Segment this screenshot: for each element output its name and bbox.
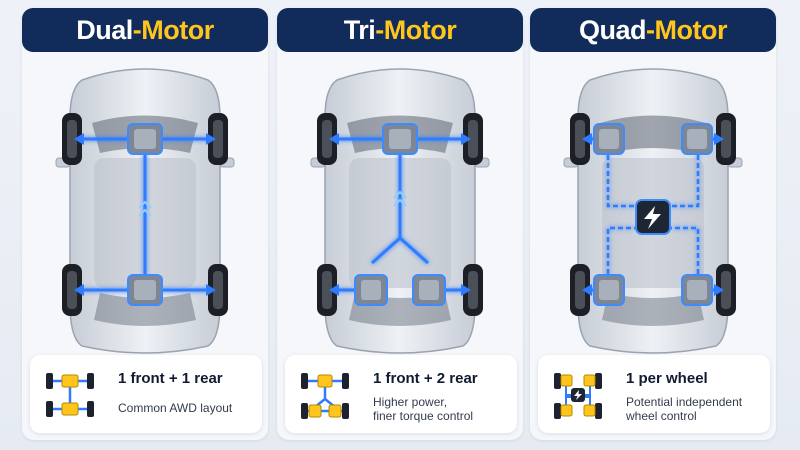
- rear-left-motor-icon: [354, 274, 388, 306]
- arrow-left-icon: [74, 284, 84, 296]
- arrow-left-icon: [582, 133, 592, 145]
- wheel-front-right: [716, 113, 736, 165]
- rear-window: [94, 293, 196, 326]
- rear-window: [602, 293, 704, 326]
- wheel-rear-right: [463, 264, 483, 316]
- quad-motor-car-diagram: [563, 68, 743, 354]
- rear-right-motor-icon: [681, 274, 713, 306]
- control-link-flow: [606, 155, 636, 208]
- description-line: Common AWD layout: [118, 401, 233, 415]
- rear-motor-icon: [127, 274, 163, 306]
- panel-title: Tri-Motor: [277, 8, 523, 52]
- title-part-b: Motor: [654, 14, 728, 45]
- front-left-motor-icon: [593, 123, 625, 155]
- arrow-right-icon: [714, 284, 724, 296]
- arrow-right-icon: [461, 133, 471, 145]
- description-text: Higher power, finer torque control: [373, 395, 473, 423]
- dual-motor-layout-icon: [46, 373, 94, 417]
- chevron-up-icon: [138, 200, 152, 209]
- panel-title: Dual-Motor: [22, 8, 268, 52]
- wheel-front-left: [570, 113, 590, 165]
- tri-motor-car-diagram: [310, 68, 490, 354]
- arrow-left-icon: [329, 284, 339, 296]
- info-card: 1 front + 2 rear Higher power, finer tor…: [285, 355, 517, 433]
- tri-motor-panel: Tri-Motor: [277, 8, 523, 440]
- controller-lightning-icon: [635, 199, 671, 235]
- rear-left-motor-icon: [593, 274, 625, 306]
- wheel-rear-right: [716, 264, 736, 316]
- dual-motor-car-diagram: [55, 68, 235, 354]
- title-separator: -: [132, 14, 142, 45]
- rear-right-motor-icon: [412, 274, 446, 306]
- front-motor-icon: [382, 123, 418, 155]
- title-part-a: Quad: [579, 14, 647, 45]
- arrow-left-icon: [582, 284, 592, 296]
- arrow-left-icon: [329, 133, 339, 145]
- panel-title: Quad-Motor: [530, 8, 776, 52]
- control-link-flow: [670, 155, 700, 208]
- arrow-right-icon: [206, 284, 216, 296]
- arrow-right-icon: [461, 284, 471, 296]
- title-part-b: Motor: [141, 14, 214, 45]
- title-separator: -: [646, 14, 655, 45]
- wheel-front-left: [62, 113, 82, 165]
- title-part-a: Tri: [343, 14, 376, 45]
- summary-text: 1 per wheel: [626, 370, 708, 387]
- dual-motor-panel: Dual-Motor: [22, 8, 268, 440]
- quad-motor-panel: Quad-Motor: [530, 8, 776, 440]
- description-line: finer torque control: [373, 409, 474, 423]
- title-separator: -: [375, 14, 384, 45]
- chevron-up-icon: [393, 190, 407, 199]
- description-line: Higher power,: [373, 395, 448, 409]
- info-card: 1 per wheel Potential independent wheel …: [538, 355, 770, 433]
- arrow-right-icon: [206, 133, 216, 145]
- wheel-rear-left: [62, 264, 82, 316]
- rear-split-flow: [399, 236, 429, 265]
- wheel-rear-right: [208, 264, 228, 316]
- chevron-up-icon: [393, 198, 407, 207]
- tri-motor-layout-icon: [301, 373, 349, 419]
- description-text: Common AWD layout: [118, 401, 232, 415]
- arrow-right-icon: [714, 133, 724, 145]
- summary-text: 1 front + 1 rear: [118, 370, 223, 387]
- control-link-flow: [670, 226, 700, 274]
- wheel-rear-left: [570, 264, 590, 316]
- windshield: [600, 115, 706, 153]
- description-text: Potential independent wheel control: [626, 395, 742, 423]
- control-link-flow: [606, 226, 636, 274]
- title-part-b: Motor: [383, 14, 457, 45]
- front-motor-icon: [127, 123, 163, 155]
- description-line: wheel control: [626, 409, 697, 423]
- info-card: 1 front + 1 rear Common AWD layout: [30, 355, 262, 433]
- front-right-motor-icon: [681, 123, 713, 155]
- wheel-front-right: [208, 113, 228, 165]
- quad-motor-layout-icon: [554, 373, 602, 419]
- wheel-rear-left: [317, 264, 337, 316]
- wheel-front-right: [463, 113, 483, 165]
- chevron-up-icon: [138, 208, 152, 217]
- arrow-left-icon: [74, 133, 84, 145]
- wheel-front-left: [317, 113, 337, 165]
- description-line: Potential independent: [626, 395, 743, 409]
- title-part-a: Dual: [76, 14, 133, 45]
- summary-text: 1 front + 2 rear: [373, 370, 478, 387]
